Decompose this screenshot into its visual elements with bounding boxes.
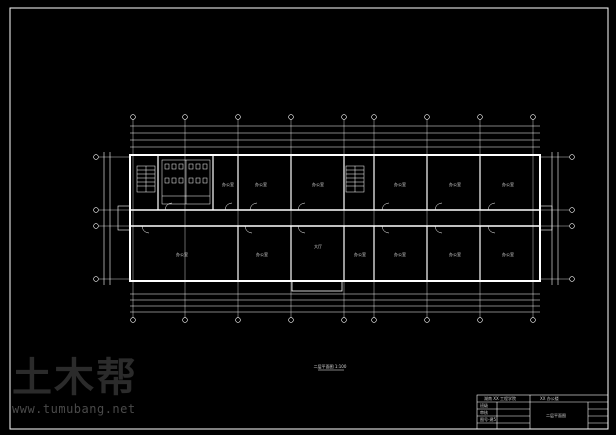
grid-axis-lines (99, 118, 569, 322)
watermark-logo: 土木帮 (12, 355, 138, 401)
title-block-label-review: 审核 (480, 410, 488, 415)
title-block-project: XX 办公楼 (540, 396, 559, 401)
outer-walls (129, 154, 541, 282)
axis-bubble (341, 114, 347, 120)
axis-bubble (477, 317, 483, 323)
room-label: 办公室 (502, 181, 514, 187)
door-swing (297, 202, 306, 211)
axis-bubble (341, 317, 347, 323)
axis-bubble (93, 276, 99, 282)
axis-bubble (569, 207, 575, 213)
axis-bubble (371, 317, 377, 323)
plan-caption: 二层平面图 1:100 (314, 363, 347, 369)
door-swing (434, 202, 443, 211)
axis-bubble (130, 317, 136, 323)
door-swing (141, 225, 150, 234)
staircase-west (136, 165, 156, 193)
axis-bubble (130, 114, 136, 120)
door-swing (164, 202, 173, 211)
room-label: 办公室 (312, 181, 324, 187)
side-entrances (117, 205, 553, 231)
axis-bubble (530, 317, 536, 323)
room-label: 办公室 (256, 251, 268, 257)
room-label: 办公室 (449, 181, 461, 187)
side-dimension-lines (103, 152, 559, 285)
axis-bubbles (93, 114, 575, 323)
axis-bubble (424, 114, 430, 120)
title-block-sheet-number: 图号-建5 (480, 417, 496, 422)
axis-bubble (93, 223, 99, 229)
door-swing (381, 202, 390, 211)
axis-bubble (569, 276, 575, 282)
watermark: 土木帮 www.tumubang.net (12, 356, 162, 426)
door-swing (224, 202, 233, 211)
door-swing (249, 202, 258, 211)
door-swing (381, 225, 390, 234)
door-swing (244, 225, 253, 234)
door-swings (141, 202, 496, 234)
room-label: 办公室 (176, 251, 188, 257)
axis-bubble (569, 223, 575, 229)
sheet-border (9, 7, 609, 430)
main-entrance (291, 280, 343, 292)
axis-bubble (371, 114, 377, 120)
partition-walls (157, 155, 481, 281)
title-block-label-class: 班级 (480, 403, 488, 408)
door-swing (487, 202, 496, 211)
toilet-fixtures (161, 159, 211, 205)
axis-bubble (182, 317, 188, 323)
bottom-dimension-lines (130, 293, 540, 313)
top-dimension-lines (130, 125, 540, 148)
room-label: 办公室 (255, 181, 267, 187)
room-label: 办公室 (222, 181, 234, 187)
axis-bubble (424, 317, 430, 323)
room-label: 办公室 (394, 181, 406, 187)
axis-bubble (235, 114, 241, 120)
watermark-url: www.tumubang.net (12, 402, 136, 416)
axis-bubble (288, 317, 294, 323)
room-label: 办公室 (502, 251, 514, 257)
door-swing (487, 225, 496, 234)
corridor-walls (130, 209, 540, 227)
axis-bubble (477, 114, 483, 120)
room-labels: 办公室 办公室 办公室 办公室 办公室 办公室 办公室 办公室 大厅 办公室 办… (176, 181, 514, 257)
title-block-sheet-title: 二层平面图 (546, 413, 566, 418)
staircase-east (345, 165, 365, 193)
room-label: 大厅 (314, 243, 322, 249)
axis-bubble (182, 114, 188, 120)
title-block-school: 湖南 XX 工程学院 (484, 396, 517, 401)
door-swing (297, 225, 306, 234)
door-swing (434, 225, 443, 234)
axis-bubble (235, 317, 241, 323)
axis-bubble (530, 114, 536, 120)
title-block (476, 394, 609, 430)
axis-bubble (93, 207, 99, 213)
axis-bubble (93, 154, 99, 160)
room-label: 办公室 (449, 251, 461, 257)
axis-bubble (288, 114, 294, 120)
room-label: 办公室 (394, 251, 406, 257)
axis-bubble (569, 154, 575, 160)
room-label: 办公室 (354, 251, 366, 257)
